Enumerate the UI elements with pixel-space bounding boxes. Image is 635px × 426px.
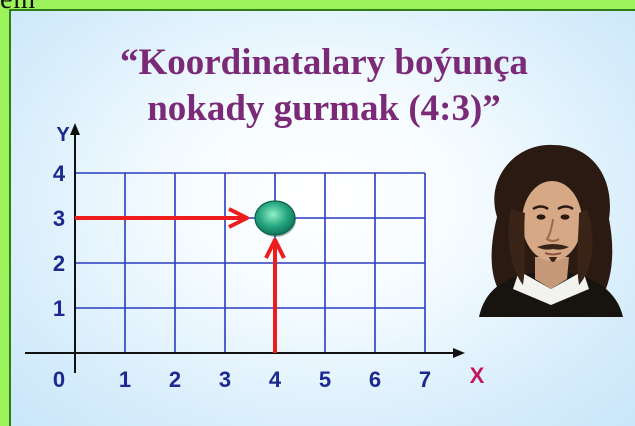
y-tick-labels: 1 2 3 4 [53, 161, 66, 321]
x-axis-label: X [470, 363, 485, 388]
point-group [254, 200, 296, 237]
x-tick-label: 7 [419, 367, 431, 392]
title-line-1: “Koordinatalary boýunça [119, 42, 529, 83]
origin-label: 0 [53, 367, 65, 392]
y-tick-label: 4 [53, 161, 66, 186]
axes [25, 123, 465, 373]
plotted-point [254, 200, 296, 236]
y-axis-arrowhead [70, 123, 80, 135]
coordinate-plane: Y X 0 1 2 3 4 5 6 7 1 2 3 4 [25, 123, 485, 392]
x-tick-labels: 1 2 3 4 5 6 7 [119, 367, 431, 392]
y-tick-label: 3 [53, 206, 65, 231]
x-tick-label: 2 [169, 367, 181, 392]
horizontal-guide-arrowhead [228, 207, 249, 229]
x-tick-label: 5 [319, 367, 331, 392]
title-line-2: nokady gurmak (4:3)” [147, 88, 501, 129]
y-tick-label: 1 [53, 296, 65, 321]
grid [75, 172, 426, 353]
portrait-illustration [479, 144, 623, 317]
slide: “Koordinatalary boýunça nokady gurmak (4… [9, 9, 635, 426]
vertical-guide-arrowhead [264, 238, 286, 259]
x-tick-label: 3 [219, 367, 231, 392]
x-axis-arrowhead [453, 348, 465, 358]
y-tick-label: 2 [53, 251, 65, 276]
x-tick-label: 4 [269, 367, 282, 392]
guide-arrows [75, 207, 286, 353]
x-tick-label: 1 [119, 367, 131, 392]
x-tick-label: 6 [369, 367, 381, 392]
y-axis-label: Y [56, 124, 70, 146]
